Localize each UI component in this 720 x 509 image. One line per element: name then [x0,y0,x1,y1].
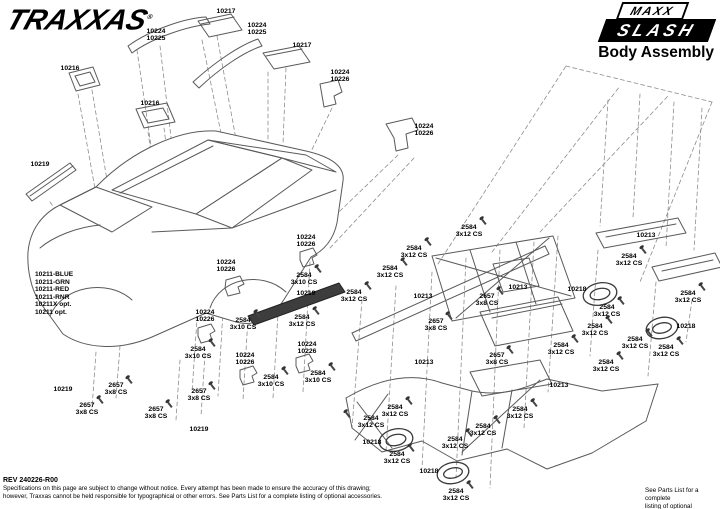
part-label: 10213 [413,293,433,300]
footer-left: REV 240226-R00 Specifications on this pa… [3,476,382,500]
part-label: 10218 [567,286,587,293]
screw-icon [508,348,514,354]
part-label: 10216 [60,65,80,72]
part-label: 10213 [636,232,656,239]
screw-icon [167,402,173,408]
part-label: 10219 [189,426,209,433]
disclaimer-line-1: Specifications on this page are subject … [3,485,371,492]
parts-list-note-line-1: See Parts List for a complete [645,487,699,502]
body-color-option: 10211-BLUE [35,271,74,278]
body-color-option: 10211-RNR [35,293,70,301]
body-color-option: 10211-RED [35,286,70,294]
body-color-option: 10211 opt. [35,308,67,316]
part-label: 10216 [140,100,160,107]
part-label: 10219 [53,386,73,393]
parts-list-note-line-2: listing of optional accessories. [645,502,692,509]
part-label: 10219 [30,161,50,168]
part-label: 10213 [414,359,434,366]
screw-icon [345,412,351,418]
part-label: 10217 [292,42,312,49]
footer-right-note: See Parts List for a complete listing of… [645,487,720,509]
screw-icon [498,289,504,295]
screw-icon [98,398,104,404]
part-label: 10213 [508,284,528,291]
screw-icon [447,314,453,320]
screw-icon [127,378,133,384]
part-label: 10218 [419,468,439,475]
revision-number: REV 240226-R00 [3,477,58,484]
body-color-option: 10211-GRN [35,278,70,286]
part-label: 10219 [296,290,316,297]
body-color-option: 10211X opt. [35,301,72,309]
page-title: Body Assembly [598,44,714,61]
screw-icon [210,384,216,390]
part-label: 10218 [362,439,382,446]
part-label: 10218 [676,323,696,330]
part-label: 10217 [216,8,236,15]
part-label: 10213 [549,382,569,389]
disclaimer-line-2: however, Traxxas cannot be held responsi… [3,492,383,500]
